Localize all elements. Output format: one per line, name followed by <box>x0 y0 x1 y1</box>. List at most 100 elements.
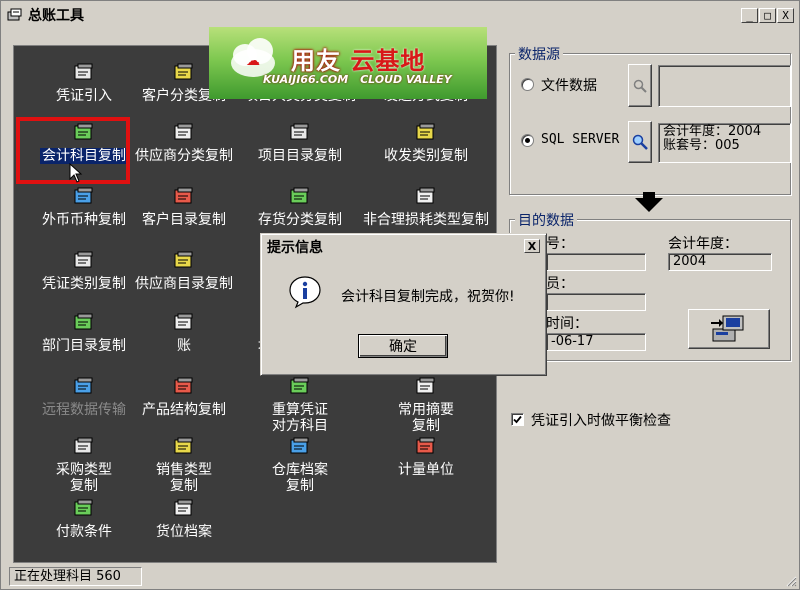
app-icon <box>6 7 24 23</box>
tile-recalculate[interactable]: 重算凭证 对方科目 <box>240 376 360 438</box>
tile-customer-list[interactable]: 客户目录复制 <box>124 186 244 248</box>
date-field: -06-17 <box>546 333 646 351</box>
dialog-close-button[interactable]: X <box>524 239 540 253</box>
tile-inventory-category[interactable]: 存货分类复制 <box>240 186 360 248</box>
tile-label: 收发类别复制 <box>384 148 468 164</box>
tile-label: 重算凭证 对方科目 <box>272 402 328 434</box>
tile-label: 远程数据传输 <box>42 402 126 418</box>
tile-account[interactable]: 账 <box>124 312 244 374</box>
tile-supplier-category[interactable]: 供应商分类复制 <box>124 122 244 184</box>
tile-voucher-category[interactable]: 凭证类别复制 <box>24 250 144 312</box>
tile-loss-type[interactable]: 非合理损耗类型复制 <box>363 186 489 248</box>
resize-grip-icon[interactable] <box>785 575 797 587</box>
sql-server-label: SQL SERVER <box>541 132 620 147</box>
account-no-label: 号： <box>546 236 574 252</box>
sales-type-icon <box>172 436 196 458</box>
tile-warehouse[interactable]: 仓库档案 复制 <box>240 436 360 498</box>
file-browse-button[interactable] <box>628 64 652 107</box>
tile-product-structure[interactable]: 产品结构复制 <box>124 376 244 438</box>
source-group-title: 数据源 <box>515 44 563 64</box>
fiscal-year-field: 2004 <box>668 253 772 271</box>
minimize-button[interactable]: _ <box>741 8 758 23</box>
tile-account-subject[interactable]: 会计科目复制 <box>24 122 144 184</box>
receipt-category-icon <box>414 122 438 144</box>
mouse-cursor-icon <box>69 163 83 183</box>
banner-url: KUAIJI66.COM CLOUD VALLEY <box>263 73 452 86</box>
tile-sales-type[interactable]: 销售类型 复制 <box>124 436 244 498</box>
loss-type-icon <box>414 186 438 208</box>
tile-label: 存货分类复制 <box>258 212 342 228</box>
warehouse-icon <box>288 436 312 458</box>
info-icon <box>289 276 321 309</box>
tile-label: 账 <box>177 338 191 354</box>
tile-voucher-import[interactable]: 凭证引入 <box>24 62 144 124</box>
tile-location[interactable]: 货位档案 <box>124 498 244 560</box>
tile-label: 仓库档案 复制 <box>272 462 328 494</box>
customer-list-icon <box>172 186 196 208</box>
tile-label: 部门目录复制 <box>42 338 126 354</box>
tile-customer-category[interactable]: 客户分类复制 <box>124 62 244 124</box>
unit-icon <box>414 436 438 458</box>
recalculate-icon <box>288 376 312 398</box>
sql-browse-button[interactable] <box>628 121 652 163</box>
dialog-ok-button[interactable]: 确定 <box>358 334 448 358</box>
message-dialog: 提示信息 X 会计科目复制完成，祝贺你! 确定 <box>260 233 547 376</box>
balance-check-checkbox[interactable] <box>511 413 524 426</box>
tile-label: 常用摘要 复制 <box>398 402 454 434</box>
banner-brand: 用友 云基地 <box>291 41 425 76</box>
file-path-field[interactable] <box>658 65 791 107</box>
supplier-category-icon <box>172 122 196 144</box>
computer-transfer-icon <box>711 315 744 342</box>
voucher-import-icon <box>72 62 96 84</box>
tile-label: 供应商目录复制 <box>135 276 233 292</box>
remote-transfer-icon <box>72 376 96 398</box>
balance-check-label: 凭证引入时做平衡检查 <box>531 413 671 429</box>
dialog-title: 提示信息 <box>267 239 323 256</box>
tile-label: 凭证类别复制 <box>42 276 126 292</box>
operator-field <box>546 293 646 311</box>
tile-currency[interactable]: 外币币种复制 <box>24 186 144 248</box>
tile-payment-terms[interactable]: 付款条件 <box>24 498 144 560</box>
banner-url-text: KUAIJI66.COM <box>263 73 349 86</box>
tile-label: 计量单位 <box>398 462 454 478</box>
file-data-radio[interactable] <box>521 78 534 91</box>
tile-receipt-category[interactable]: 收发类别复制 <box>366 122 486 184</box>
tile-remote-transfer[interactable]: 远程数据传输 <box>24 376 144 438</box>
inventory-category-icon <box>288 186 312 208</box>
tile-label: 外币币种复制 <box>42 212 126 228</box>
operator-label: 员： <box>546 276 574 292</box>
tile-summary[interactable]: 常用摘要 复制 <box>366 376 486 438</box>
maximize-button[interactable]: □ <box>759 8 776 23</box>
file-data-label: 文件数据 <box>541 78 597 94</box>
tile-purchase-type[interactable]: 采购类型 复制 <box>24 436 144 498</box>
tile-label: 供应商分类复制 <box>135 148 233 164</box>
tile-supplier-list[interactable]: 供应商目录复制 <box>124 250 244 312</box>
close-button[interactable]: X <box>777 8 794 23</box>
tile-label: 客户目录复制 <box>142 212 226 228</box>
tile-label: 凭证引入 <box>56 88 112 104</box>
transfer-button[interactable] <box>688 309 770 349</box>
currency-icon <box>72 186 96 208</box>
tile-project-list[interactable]: 项目目录复制 <box>240 122 360 184</box>
sql-server-radio[interactable] <box>521 134 534 147</box>
banner-brand-accent: 云基地 <box>350 47 426 75</box>
tile-department[interactable]: 部门目录复制 <box>24 312 144 374</box>
banner-tagline: CLOUD VALLEY <box>360 73 452 86</box>
target-group-title: 目的数据 <box>515 210 577 230</box>
magnifier-icon <box>633 79 647 93</box>
cloud-logo-icon: ☁ <box>231 38 275 77</box>
account-subject-icon <box>72 122 96 144</box>
dialog-ok-label: 确定 <box>389 339 417 355</box>
window-controls: _ □ X <box>741 8 794 23</box>
product-structure-icon <box>172 376 196 398</box>
time-label: 时间： <box>546 316 588 332</box>
tile-label: 货位档案 <box>156 524 212 540</box>
customer-category-icon <box>172 62 196 84</box>
dialog-message: 会计科目复制完成，祝贺你! <box>341 289 515 305</box>
tile-unit[interactable]: 计量单位 <box>366 436 486 498</box>
account-icon <box>172 312 196 334</box>
status-bar: 正在处理科目 560 <box>9 567 142 586</box>
dialog-title-bar: 提示信息 X <box>264 237 543 256</box>
payment-terms-icon <box>72 498 96 520</box>
